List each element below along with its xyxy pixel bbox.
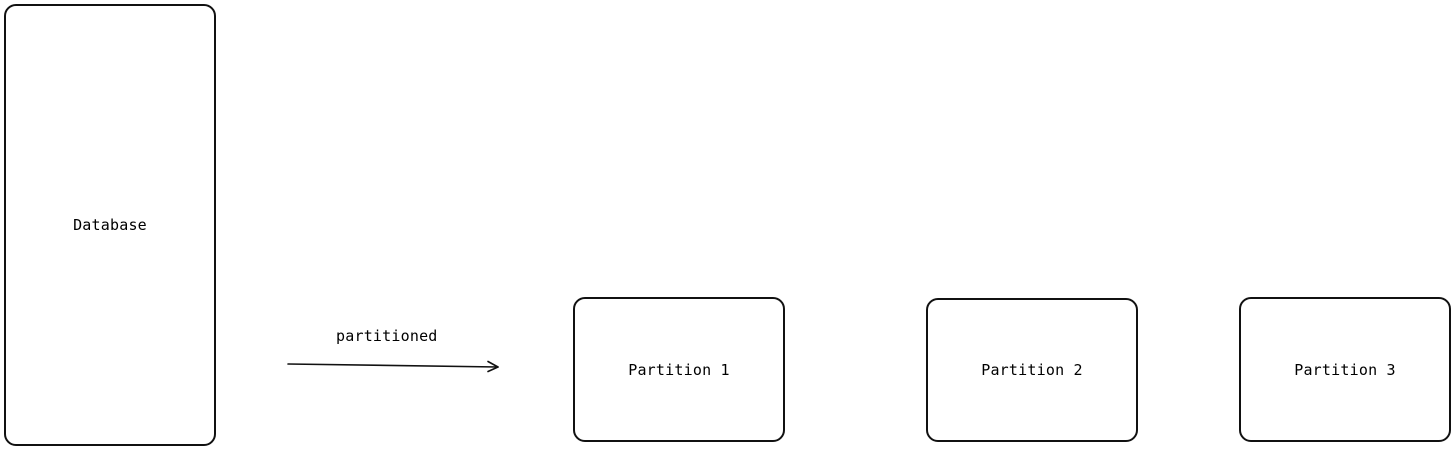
arrow-head — [487, 360, 499, 373]
partition-2-label: Partition 2 — [981, 361, 1083, 379]
partition-1-node: Partition 1 — [573, 297, 785, 442]
partition-3-label: Partition 3 — [1294, 360, 1396, 379]
partition-3-node: Partition 3 — [1239, 297, 1451, 442]
partition-1-label: Partition 1 — [628, 360, 730, 379]
database-label: Database — [73, 216, 147, 234]
database-node: Database — [4, 4, 216, 446]
partitioned-edge-label: partitioned — [336, 327, 438, 345]
arrow-line — [287, 363, 499, 368]
partition-2-node: Partition 2 — [926, 298, 1138, 442]
